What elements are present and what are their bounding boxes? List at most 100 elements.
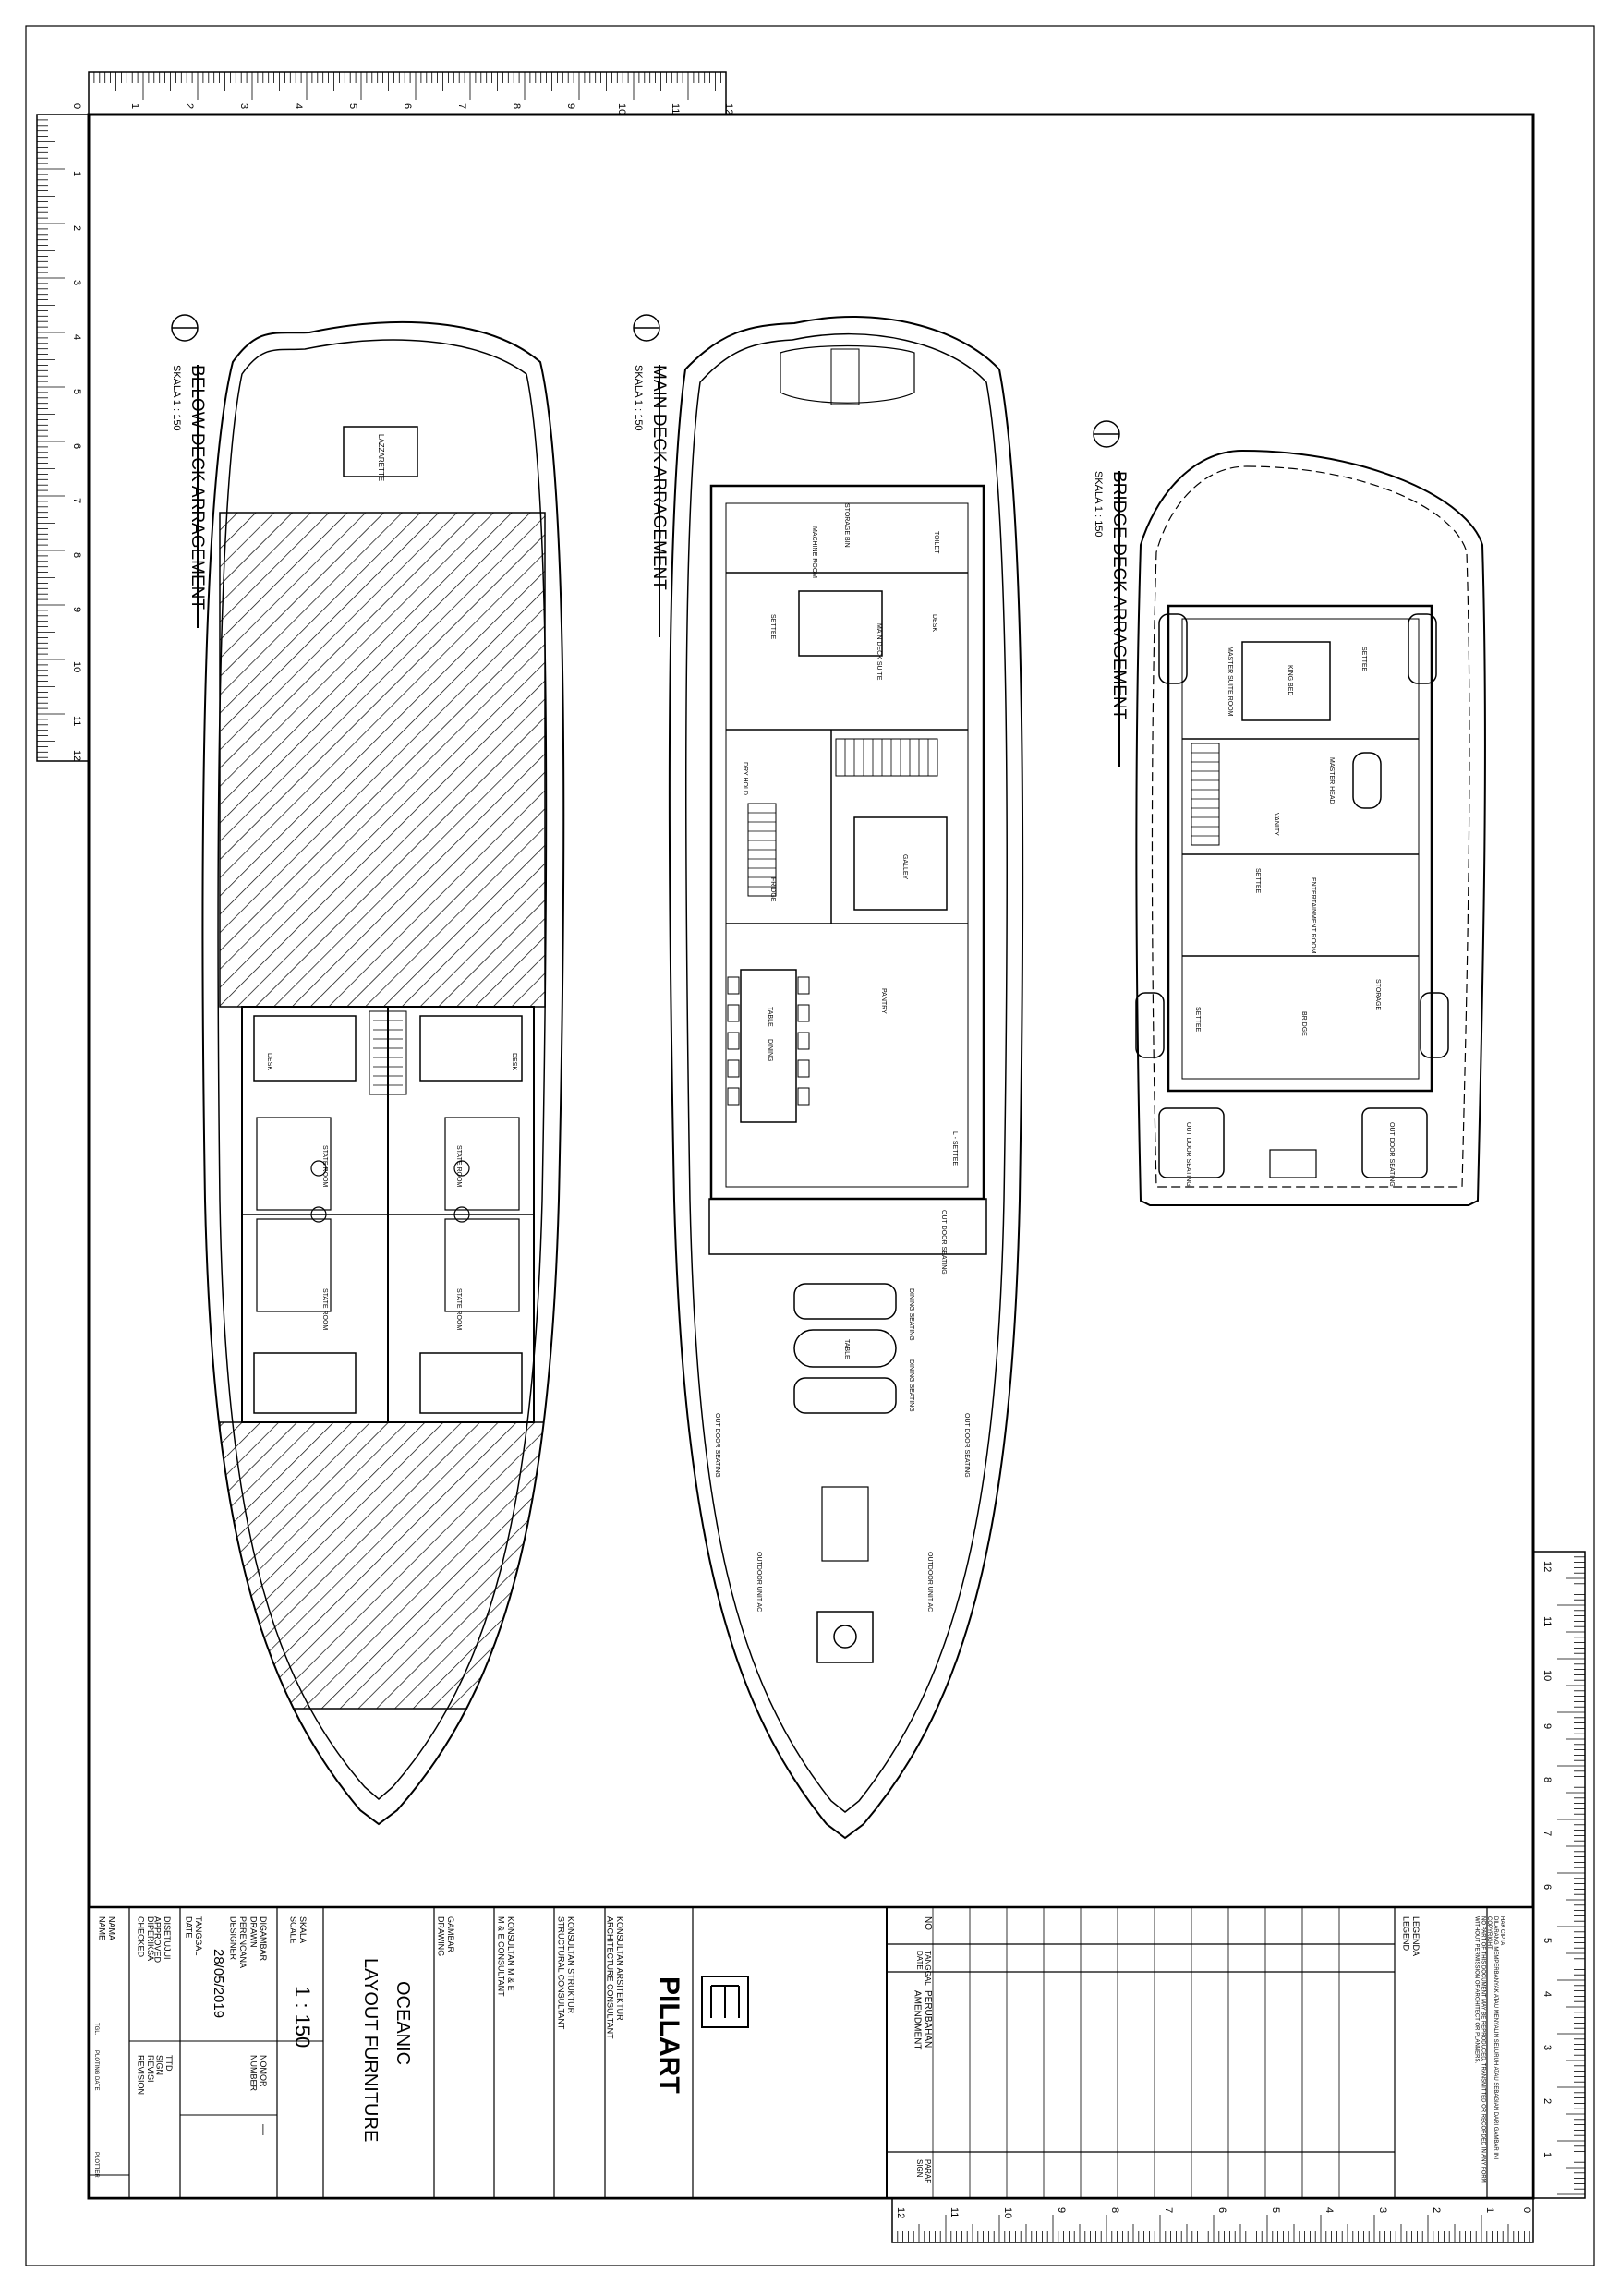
ruler-left-label: 8 [71,552,82,558]
tender [1408,613,1437,684]
main-deck-plan: STORAGE BIN MACHINE ROOM TOILET MAIN DEC… [633,314,1024,1840]
ruler-bottom-label: 8 [1109,2207,1120,2213]
bathroom [256,1117,332,1211]
ruler-bottom-label: 2 [1431,2207,1442,2213]
ruler-right-label: 6 [1541,1884,1553,1890]
room-label: STATE ROOM [455,1288,462,1330]
designer-label: PERENCANADESIGNER [229,1916,248,1968]
room-label: STORAGE [1374,979,1381,1010]
room-label: KING BED [1287,665,1293,695]
toilet-icon [310,1206,327,1223]
date-label: TANGGALDATE [185,1916,203,1955]
tender [1135,992,1165,1058]
ruler-top-label: 9 [565,103,576,109]
room-label: STATE ROOM [455,1145,462,1187]
room-label: TOILET [933,531,939,554]
room-label: MASTER HEAD [1328,757,1335,804]
room-label: DRY HOLD [742,762,748,795]
room-label: OUTDOOR UNIT AC [926,1552,933,1612]
drawn-label: DIGAMBARDRAWN [249,1916,268,1962]
ruler-top-label: 1 [129,103,140,109]
room-label: MAIN DECK SUITE [876,623,882,681]
ruler-right-label: 10 [1541,1670,1553,1681]
ruler-right-label: 2 [1541,2098,1553,2104]
below-deck-scale: SKALA 1 : 150 [171,365,182,431]
ruler-top-label: 12 [723,103,734,115]
bed [419,1015,523,1082]
below-hatched-aft [219,1421,546,1710]
room-label-lazzarette: LAZZARETTE [377,434,385,481]
approved-label: DISETUJUIAPPROVED [153,1916,172,1964]
number-label: NOMORNUMBER [249,2055,268,2092]
ruler-left-label: 4 [71,334,82,340]
ruler-right-label: 8 [1541,1777,1553,1782]
ploting-date-label: PLOTING DATE [93,2050,99,2091]
tender [1158,613,1188,684]
outdoor-seating [793,1377,897,1414]
room-label: DINING SEATING [908,1359,914,1412]
room-label: SETTEE [1254,868,1261,894]
main-deck-scale: SKALA 1 : 150 [633,365,644,431]
room-label: FRIDGE [769,877,776,902]
room-label: STORAGE BIN [843,503,850,548]
room-label: DESK [511,1053,517,1070]
below-deck-plan: LAZZARETTE STATE ROOM STATE ROOM STATE R… [171,314,565,1826]
bed [419,1352,523,1414]
col-amendment: PERUBAHANAMENDMENT [913,1990,934,2049]
room-label: DESK [266,1053,272,1070]
dining-table [740,969,797,1123]
mep-consultant: KONSULTAN M & EM & E CONSULTANT [497,1916,515,1997]
room-label: VANITY [1273,813,1279,836]
room-label: DINING [767,1039,773,1062]
sign-label: TTDSIGN [155,2055,174,2075]
ruler-bottom-label: 0 [1521,2207,1532,2213]
ruler-top-label: 6 [402,103,413,109]
bridge-deck-plan: KING BED MASTER SUITE ROOM SETTEE MASTER… [1093,420,1486,1206]
room-label: OUT DOOR SEATING [1388,1122,1395,1187]
ruler-top-label: 7 [456,103,467,109]
room-label: MACHINE ROOM [811,526,817,578]
ruler-left-label: 2 [71,225,82,231]
ruler-left-label: 5 [71,389,82,394]
room-label: SETTEE [1360,647,1367,672]
room-label: STATE ROOM [321,1145,328,1187]
bathtub [1352,752,1382,809]
ruler-top-label: 8 [511,103,522,109]
room-label: OUTDOOR UNIT AC [756,1552,762,1612]
ruler-right-label: 4 [1541,1991,1553,1997]
bridge-cabin-wall [1167,604,1433,1093]
bridge-hull-outer [1135,449,1486,1206]
ruler-bottom-label: 12 [895,2207,906,2218]
ruler-bottom-label: 11 [949,2207,960,2217]
aft-deck-platform [708,1198,987,1255]
ruler-bottom-label: 7 [1163,2207,1174,2213]
checked-label: DIPERIKSACHECKED [137,1916,155,1961]
bridge-deck-scale: SKALA 1 : 150 [1093,471,1104,538]
ruler-right-label: 9 [1541,1723,1553,1729]
ruler-bottom-label: 5 [1270,2207,1281,2213]
room-label: SETTEE [769,614,776,640]
ruler-right-label: 7 [1541,1831,1553,1836]
ruler-left-label: 3 [71,280,82,285]
rulers: 0 1 2 3 4 5 6 7 8 9 10 11 12 1 2 3 4 5 6… [36,71,1586,2243]
ruler-top-label: 11 [670,103,681,114]
number-value: — [258,2124,271,2135]
room-label: L - SETTEE [951,1131,958,1166]
ruler-top-label: 10 [616,103,627,115]
room-label: SETTEE [1194,1007,1201,1033]
outdoor-seating [1361,1107,1428,1178]
ruler-top-label: 3 [238,103,249,109]
main-cabin-wall [709,484,985,1201]
ruler-left-label: 7 [71,498,82,503]
room-label: TABLE [843,1339,850,1359]
col-date: TANGGALDATE [915,1951,932,1986]
outdoor-seating [793,1283,897,1320]
room-label: OUT DOOR SEATING [714,1413,720,1478]
ruler-bottom-label: 10 [1002,2207,1013,2218]
drawing-date: 28/05/2019 [211,1949,226,2018]
revision-label: REVISIREVISION [137,2055,155,2095]
bathroom [444,1117,520,1211]
col-no: NO [923,1916,933,1930]
ruler-right [1532,1551,1586,2199]
bridge-rail [1151,465,1470,1188]
